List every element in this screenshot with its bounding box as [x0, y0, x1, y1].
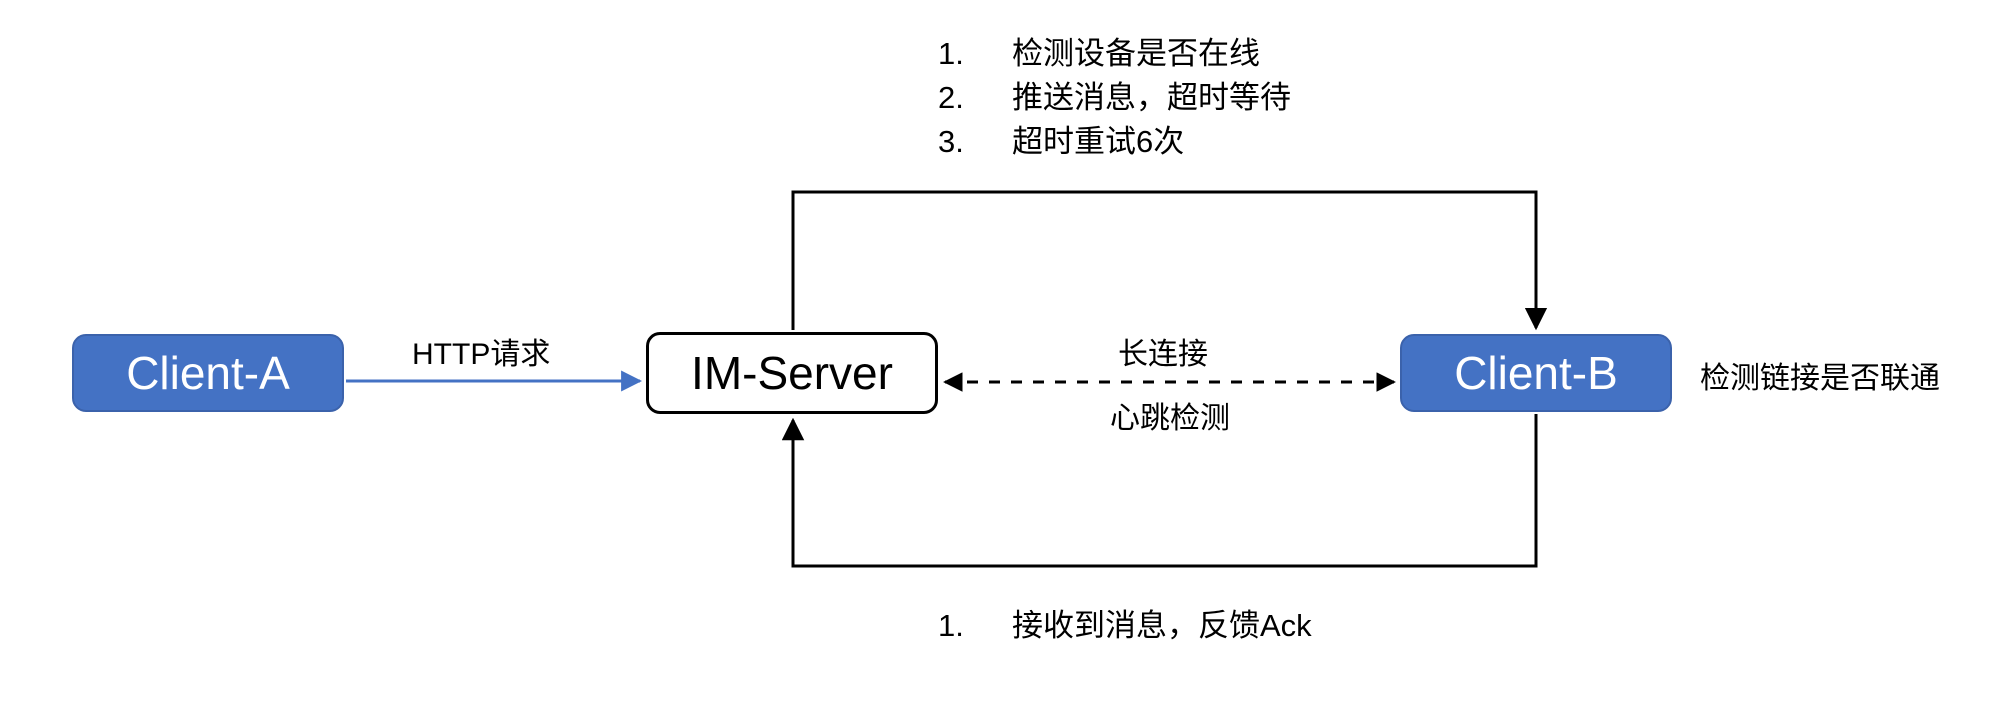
note-top-item-1-number: 1.: [938, 36, 964, 71]
note-top-item-3: 3. 超时重试6次: [938, 120, 1291, 164]
node-im-server-label: IM-Server: [691, 347, 893, 399]
note-list-top: 1. 检测设备是否在线 2. 推送消息，超时等待 3. 超时重试6次: [938, 32, 1291, 164]
edge-label-long-connection: 长连接: [1118, 338, 1208, 371]
edge-push-to-client-b: [791, 190, 1548, 331]
note-bottom-item-1-text: 接收到消息，反馈Ack: [1012, 608, 1312, 643]
note-top-item-1: 1. 检测设备是否在线: [938, 32, 1291, 76]
note-top-item-3-text: 超时重试6次: [1012, 124, 1185, 160]
edge-label-http-request: HTTP请求: [412, 338, 551, 371]
node-client-b-label: Client-B: [1454, 347, 1618, 399]
note-top-item-2-text: 推送消息，超时等待: [1012, 80, 1291, 116]
note-top-item-1-text: 检测设备是否在线: [1012, 36, 1260, 71]
node-im-server[interactable]: IM-Server: [646, 332, 938, 414]
edge-label-heartbeat: 心跳检测: [1110, 402, 1230, 435]
note-bottom-item-1-number: 1.: [938, 608, 964, 643]
note-bottom-item-1: 1. 接收到消息，反馈Ack: [938, 604, 1312, 648]
node-client-b[interactable]: Client-B: [1400, 334, 1672, 412]
note-list-bottom: 1. 接收到消息，反馈Ack: [938, 604, 1312, 648]
annotation-link-check: 检测链接是否联通: [1700, 362, 1940, 395]
note-top-item-3-number: 3.: [938, 124, 964, 160]
node-client-a-label: Client-A: [126, 347, 290, 399]
note-top-item-2-number: 2.: [938, 80, 964, 116]
note-top-item-2: 2. 推送消息，超时等待: [938, 76, 1291, 120]
node-client-a[interactable]: Client-A: [72, 334, 344, 412]
